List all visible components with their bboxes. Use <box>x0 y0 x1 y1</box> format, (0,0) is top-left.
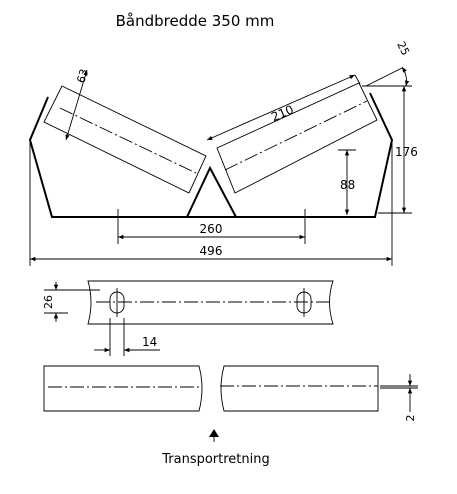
dim-base-width: 260 <box>117 209 306 244</box>
right-roller <box>216 82 378 194</box>
center-wedge <box>186 165 237 218</box>
dim-roller-height: 88 <box>338 149 356 215</box>
left-roller <box>43 85 207 194</box>
left-roller-top <box>43 365 203 412</box>
front-view <box>28 82 394 218</box>
dim-210-label: 210 <box>269 102 296 124</box>
dim-roller-diameter: 63 <box>65 67 91 141</box>
plate-outline <box>87 280 334 325</box>
dim-88-label: 88 <box>340 178 355 192</box>
dim-frame-height: 176 <box>372 85 418 214</box>
dim-2-label: 2 <box>404 415 417 422</box>
plate-view <box>87 280 334 325</box>
frame-outline <box>28 92 394 218</box>
dim-496-label: 496 <box>200 244 223 258</box>
dim-25-label: 25 <box>394 39 412 57</box>
dim-14-label: 14 <box>142 335 157 349</box>
dim-176-label: 176 <box>395 145 418 159</box>
dim-63-label: 63 <box>74 67 91 84</box>
dim-slot-width: 14 <box>94 318 160 356</box>
dim-roller-length: 210 <box>206 74 361 141</box>
dim-260-label: 260 <box>200 222 223 236</box>
dim-hole-offset: 26 <box>42 282 100 322</box>
dim-offset: 2 <box>380 374 418 422</box>
drawing-title: Båndbredde 350 mm <box>116 12 275 30</box>
arrow-up-icon <box>209 429 219 442</box>
right-roller-top <box>220 365 379 412</box>
dim-angle: 25 <box>362 39 412 87</box>
dim-total-width: 496 <box>29 140 393 266</box>
transport-direction-label: Transportretning <box>161 452 270 467</box>
dim-26-label: 26 <box>42 295 55 309</box>
rollers-top-view <box>43 365 379 412</box>
transport-direction: Transportretning <box>161 429 270 467</box>
